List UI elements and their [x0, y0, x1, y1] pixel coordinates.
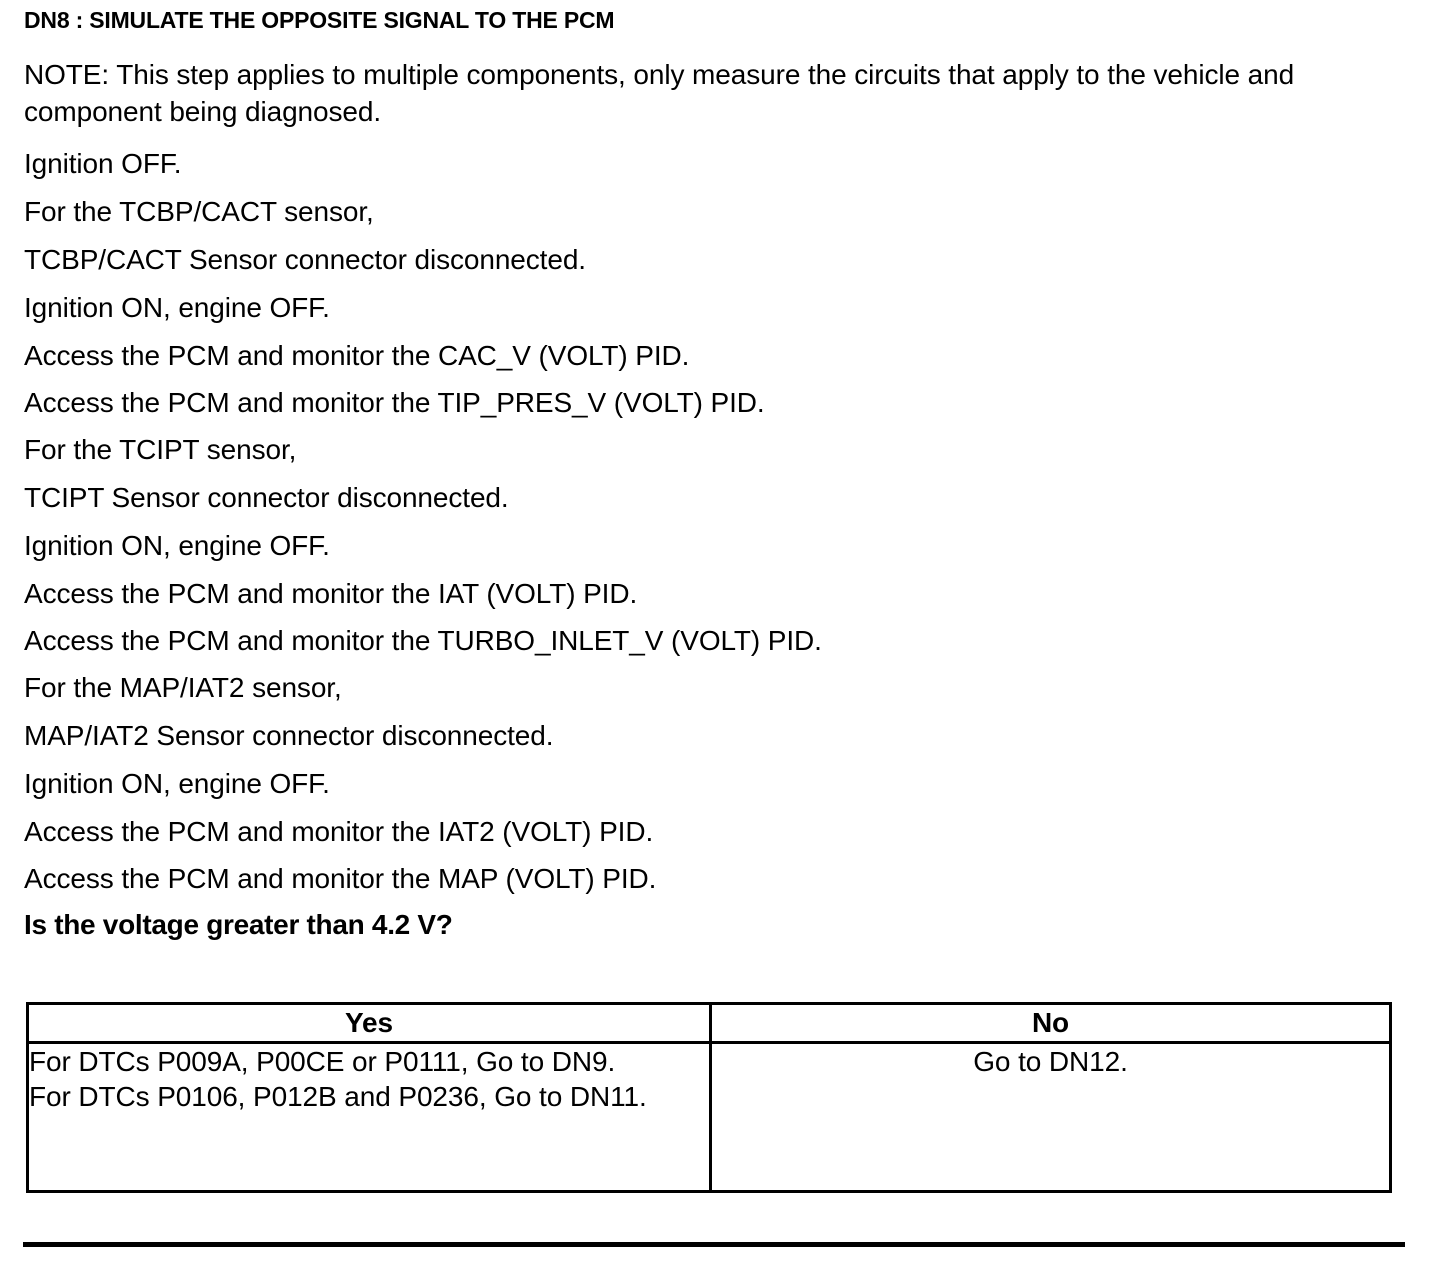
step-line-1: Ignition OFF. — [24, 148, 182, 179]
procedure-body: NOTE: This step applies to multiple comp… — [24, 56, 1380, 948]
table-header-yes: Yes — [26, 1002, 712, 1044]
step-line-9: Ignition ON, engine OFF. — [24, 530, 330, 561]
step-line-2: For the TCBP/CACT sensor, — [24, 196, 374, 227]
step-line-7: For the TCIPT sensor, — [24, 434, 297, 465]
page-title: DN8 : SIMULATE THE OPPOSITE SIGNAL TO TH… — [24, 7, 615, 33]
step-line-6: Access the PCM and monitor the TIP_PRES_… — [24, 387, 765, 418]
step-line-15: Access the PCM and monitor the IAT2 (VOL… — [24, 816, 654, 847]
step-line-13: MAP/IAT2 Sensor connector disconnected. — [24, 720, 554, 751]
step-line-3: TCBP/CACT Sensor connector disconnected. — [24, 244, 586, 275]
table-row: For DTCs P009A, P00CE or P0111, Go to DN… — [26, 1041, 1392, 1193]
step-line-4: Ignition ON, engine OFF. — [24, 292, 330, 323]
decision-table: Yes No For DTCs P009A, P00CE or P0111, G… — [26, 1002, 1392, 1193]
yes-outcome-cell: For DTCs P009A, P00CE or P0111, Go to DN… — [26, 1041, 712, 1193]
table-header-row: Yes No — [26, 1002, 1392, 1044]
step-line-5: Access the PCM and monitor the CAC_V (VO… — [24, 340, 690, 371]
no-outcome-cell: Go to DN12. — [709, 1041, 1392, 1193]
step-line-12: For the MAP/IAT2 sensor, — [24, 672, 342, 703]
step-line-14: Ignition ON, engine OFF. — [24, 768, 330, 799]
note-paragraph: NOTE: This step applies to multiple comp… — [24, 59, 1295, 127]
decision-question: Is the voltage greater than 4.2 V? — [24, 909, 453, 940]
step-line-10: Access the PCM and monitor the IAT (VOLT… — [24, 578, 638, 609]
step-line-16: Access the PCM and monitor the MAP (VOLT… — [24, 863, 657, 894]
yes-outcome-line-2: For DTCs P0106, P012B and P0236, Go to D… — [29, 1081, 647, 1112]
step-line-11: Access the PCM and monitor the TURBO_INL… — [24, 625, 822, 656]
table-header-no: No — [709, 1002, 1392, 1044]
yes-outcome-line-1: For DTCs P009A, P00CE or P0111, Go to DN… — [29, 1046, 616, 1077]
footer-divider — [23, 1242, 1405, 1247]
step-line-8: TCIPT Sensor connector disconnected. — [24, 482, 509, 513]
